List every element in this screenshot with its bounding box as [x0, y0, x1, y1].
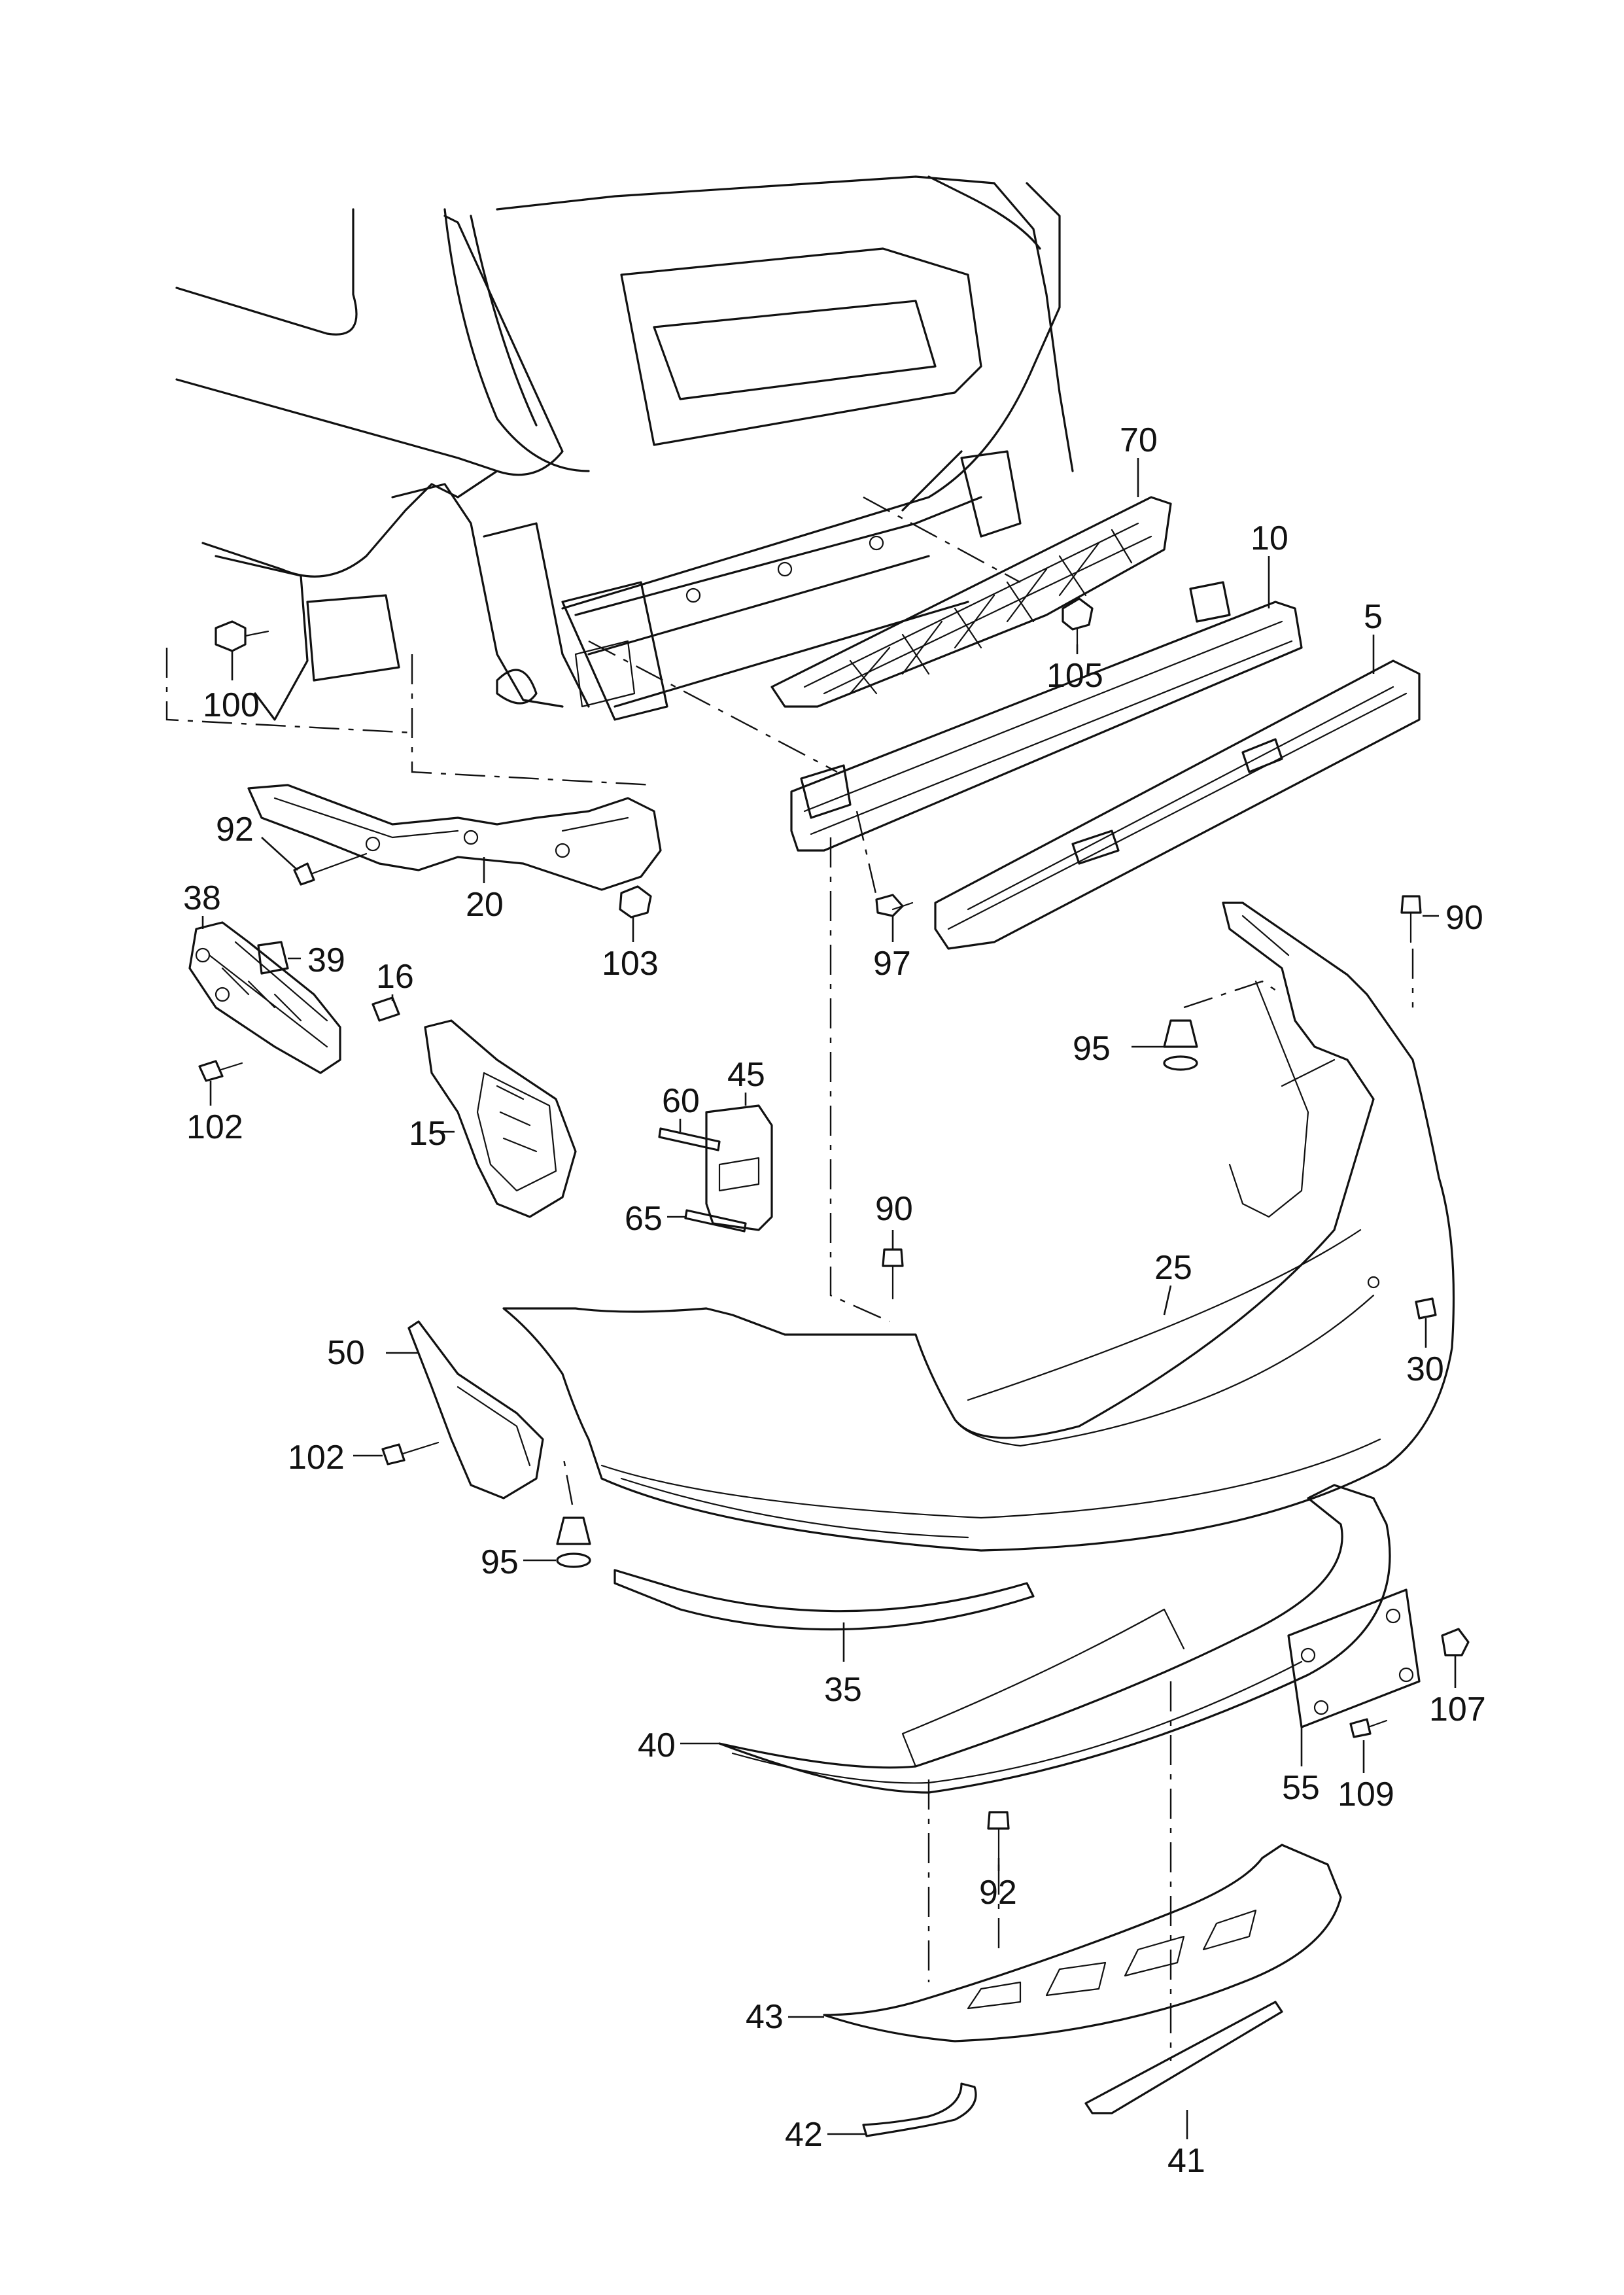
callout-90-right: 90: [1445, 899, 1483, 937]
callout-16: 16: [376, 958, 414, 996]
callout-50: 50: [327, 1334, 365, 1372]
screw-part-90-right: [1400, 895, 1422, 943]
side-bracket-part-20: [247, 784, 662, 891]
callout-92-lower: 92: [979, 1874, 1017, 1912]
clip-part-109: [1349, 1718, 1388, 1738]
bumper-cover-part-25: [502, 902, 1455, 1552]
guide-bracket-part-38: [188, 921, 341, 1074]
callout-109: 109: [1338, 1776, 1394, 1813]
trim-strip-part-35: [613, 1569, 1035, 1631]
trim-part-42: [862, 2082, 977, 2137]
callout-92-upper: 92: [216, 811, 254, 849]
trim-strip-part-41: [1084, 2001, 1283, 2114]
screw-part-102-lower: [381, 1441, 440, 1465]
callout-95-right: 95: [1073, 1030, 1111, 1068]
absorber-mesh-part-70: [770, 496, 1172, 708]
callout-20: 20: [466, 886, 504, 924]
callout-105: 105: [1046, 657, 1103, 695]
callout-107: 107: [1429, 1691, 1486, 1728]
callout-10: 10: [1251, 519, 1288, 557]
screw-part-90-center: [882, 1248, 904, 1300]
screw-part-102-upper: [198, 1060, 243, 1082]
callout-41: 41: [1167, 2142, 1205, 2180]
callout-5: 5: [1364, 598, 1383, 636]
nut-part-107: [1441, 1628, 1470, 1656]
clip-part-39: [257, 941, 289, 975]
callout-102-upper: 102: [186, 1108, 243, 1146]
callout-100: 100: [203, 686, 260, 724]
lower-panel-part-43: [823, 1844, 1342, 2042]
nut-part-105: [1062, 597, 1094, 646]
callout-15: 15: [409, 1115, 447, 1153]
cap-part-30: [1415, 1297, 1437, 1320]
assembly-lines: [165, 496, 1414, 2061]
callout-97: 97: [873, 945, 911, 983]
callout-60: 60: [662, 1082, 700, 1120]
callout-40: 40: [638, 1726, 676, 1764]
callout-95-left: 95: [481, 1543, 519, 1581]
callout-labels: 70 10 5 105 100 92 20 103 97 38 39 16 10…: [183, 421, 1486, 2180]
callout-55: 55: [1282, 1769, 1320, 1807]
screw-part-92-upper: [293, 852, 368, 886]
pad-part-45: [705, 1104, 773, 1231]
strip-part-65: [684, 1209, 747, 1233]
car-body-shell: [175, 175, 1074, 721]
screw-part-92-lower: [987, 1811, 1010, 1859]
bracket-part-15: [424, 1019, 577, 1218]
callout-90-center: 90: [875, 1190, 913, 1228]
strip-part-60: [658, 1127, 721, 1151]
callout-43: 43: [746, 1998, 784, 2036]
clip-part-95-left: [556, 1516, 591, 1568]
callout-42: 42: [785, 2116, 823, 2154]
callout-103: 103: [602, 945, 659, 983]
clip-part-95-right: [1163, 1019, 1198, 1071]
screw-part-100: [215, 620, 269, 652]
diffuser-part-40: [718, 1484, 1391, 1794]
callout-30: 30: [1406, 1350, 1444, 1388]
nut-part-103: [619, 885, 652, 919]
clip-part-16: [371, 996, 400, 1022]
callout-25: 25: [1154, 1249, 1192, 1287]
callout-38: 38: [183, 879, 221, 917]
callout-70: 70: [1120, 421, 1158, 459]
energy-absorber-part-5: [934, 659, 1421, 950]
plate-mount-part-55: [1287, 1588, 1421, 1728]
flap-part-50: [407, 1320, 544, 1499]
callout-45: 45: [727, 1056, 765, 1094]
callout-65: 65: [625, 1200, 663, 1238]
bumper-carrier-part-10: [790, 581, 1303, 852]
callout-35: 35: [824, 1671, 862, 1709]
callout-102-lower: 102: [288, 1439, 345, 1477]
callout-39: 39: [307, 941, 345, 979]
screw-part-97: [875, 894, 914, 917]
leader-lines: [201, 458, 1457, 2139]
